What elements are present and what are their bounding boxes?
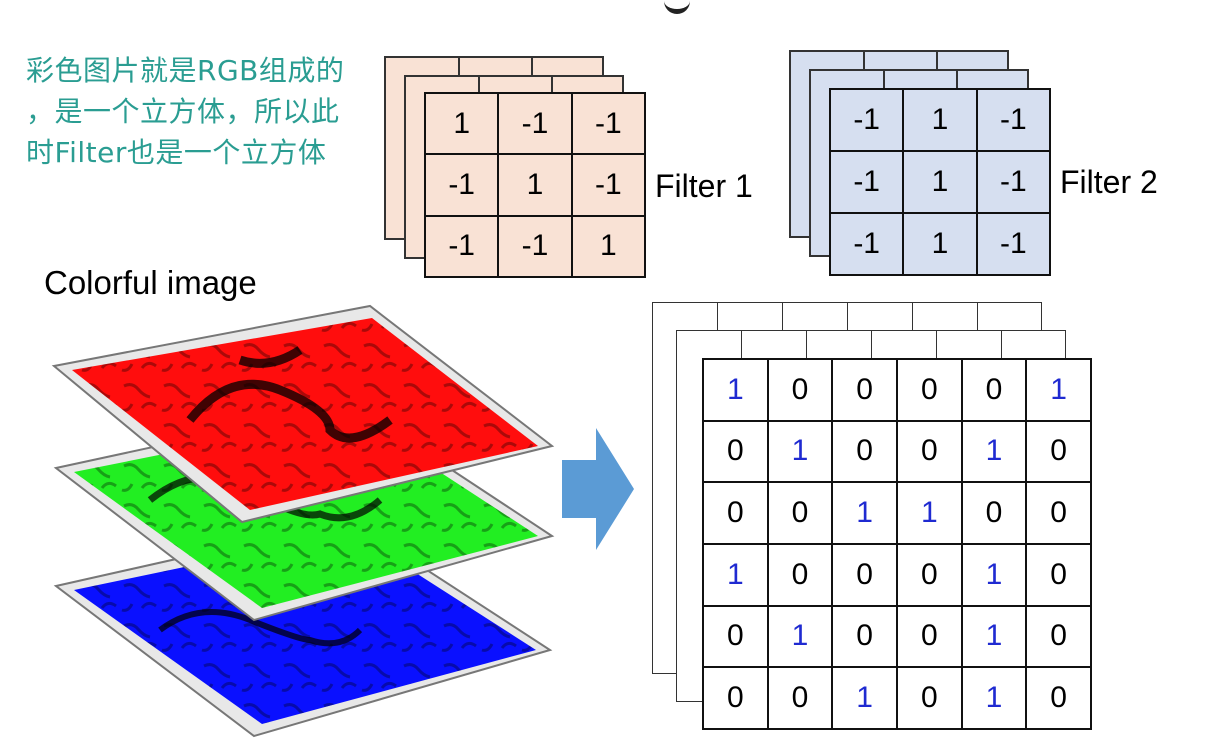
- matrix-row: 1-1-1: [423, 91, 647, 156]
- matrix-cell: 1: [831, 481, 898, 545]
- matrix-cell: 0: [1025, 604, 1092, 669]
- matrix-cell: 0: [831, 358, 898, 422]
- matrix-cell: 1: [895, 481, 963, 545]
- matrix-cell: 0: [831, 419, 898, 484]
- matrix-cell: -1: [570, 153, 647, 217]
- matrix-cell: -1: [497, 91, 573, 156]
- matrix-cell: -1: [828, 88, 905, 152]
- matrix-cell: 0: [702, 419, 769, 484]
- caption-text: 彩色图片就是RGB组成的 ，是一个立方体，所以此 时Filter也是一个立方体: [26, 50, 386, 173]
- matrix-cell: 1: [766, 419, 834, 484]
- matrix-cell: 0: [1025, 666, 1092, 730]
- matrix-cell: 0: [831, 542, 898, 607]
- matrix-cell: 1: [902, 150, 978, 214]
- matrix-cell: 0: [895, 542, 963, 607]
- matrix-cell: -1: [423, 214, 500, 279]
- colorful-image-label: Colorful image: [44, 264, 257, 301]
- matrix-cell: -1: [975, 88, 1052, 152]
- matrix-cell: 1: [960, 604, 1028, 669]
- matrix-cell: 1: [831, 666, 898, 730]
- matrix-cell: 1: [902, 212, 978, 276]
- matrix-cell: 0: [960, 481, 1028, 545]
- matrix-cell: -1: [975, 150, 1052, 214]
- red-layer: [51, 304, 555, 524]
- matrix-cell: -1: [497, 214, 573, 279]
- filter-1-label: Filter 1: [655, 168, 753, 204]
- matrix-cell: 1: [570, 214, 647, 279]
- matrix-cell: 0: [895, 358, 963, 422]
- matrix-cell: 1: [423, 91, 500, 156]
- caption-line-2: ，是一个立方体，所以此: [26, 95, 340, 128]
- matrix-cell: -1: [423, 153, 500, 217]
- rgb-layer-stack: [51, 304, 555, 738]
- matrix-cell: 0: [766, 358, 834, 422]
- matrix-cell: 1: [766, 604, 834, 669]
- matrix-cell: 0: [831, 604, 898, 669]
- matrix-cell: -1: [975, 212, 1052, 276]
- matrix-cell: 0: [702, 604, 769, 669]
- right-arrow-icon: [562, 428, 634, 550]
- matrix-cell: 0: [1025, 542, 1092, 607]
- matrix-cell: 1: [902, 88, 978, 152]
- filter-2-label: Filter 2: [1060, 164, 1158, 200]
- matrix-cell: 0: [766, 666, 834, 730]
- matrix-cell: 1: [702, 542, 769, 607]
- matrix-cell: 0: [766, 481, 834, 545]
- matrix-cell: -1: [570, 91, 647, 156]
- matrix-cell: 1: [960, 666, 1028, 730]
- matrix-cell: 1: [960, 419, 1028, 484]
- matrix-cell: 0: [702, 666, 769, 730]
- matrix-cell: -1: [828, 150, 905, 214]
- caption-line-1: 彩色图片就是RGB组成的: [26, 54, 345, 87]
- matrix-cell: 0: [702, 481, 769, 545]
- matrix-cell: 0: [895, 666, 963, 730]
- matrix-cell: -1: [828, 212, 905, 276]
- matrix-cell: 1: [960, 542, 1028, 607]
- matrix-cell: 0: [895, 419, 963, 484]
- matrix-cell: 0: [895, 604, 963, 669]
- caption-line-3: 时Filter也是一个立方体: [26, 136, 327, 169]
- matrix-cell: 0: [766, 542, 834, 607]
- matrix-cell: 0: [1025, 481, 1092, 545]
- top-fragment: [664, 0, 690, 14]
- matrix-cell: 1: [1025, 358, 1092, 422]
- matrix-cell: 0: [1025, 419, 1092, 484]
- matrix-cell: 1: [702, 358, 769, 422]
- matrix-cell: 1: [497, 153, 573, 217]
- matrix-cell: 0: [960, 358, 1028, 422]
- blue-layer: [53, 518, 553, 738]
